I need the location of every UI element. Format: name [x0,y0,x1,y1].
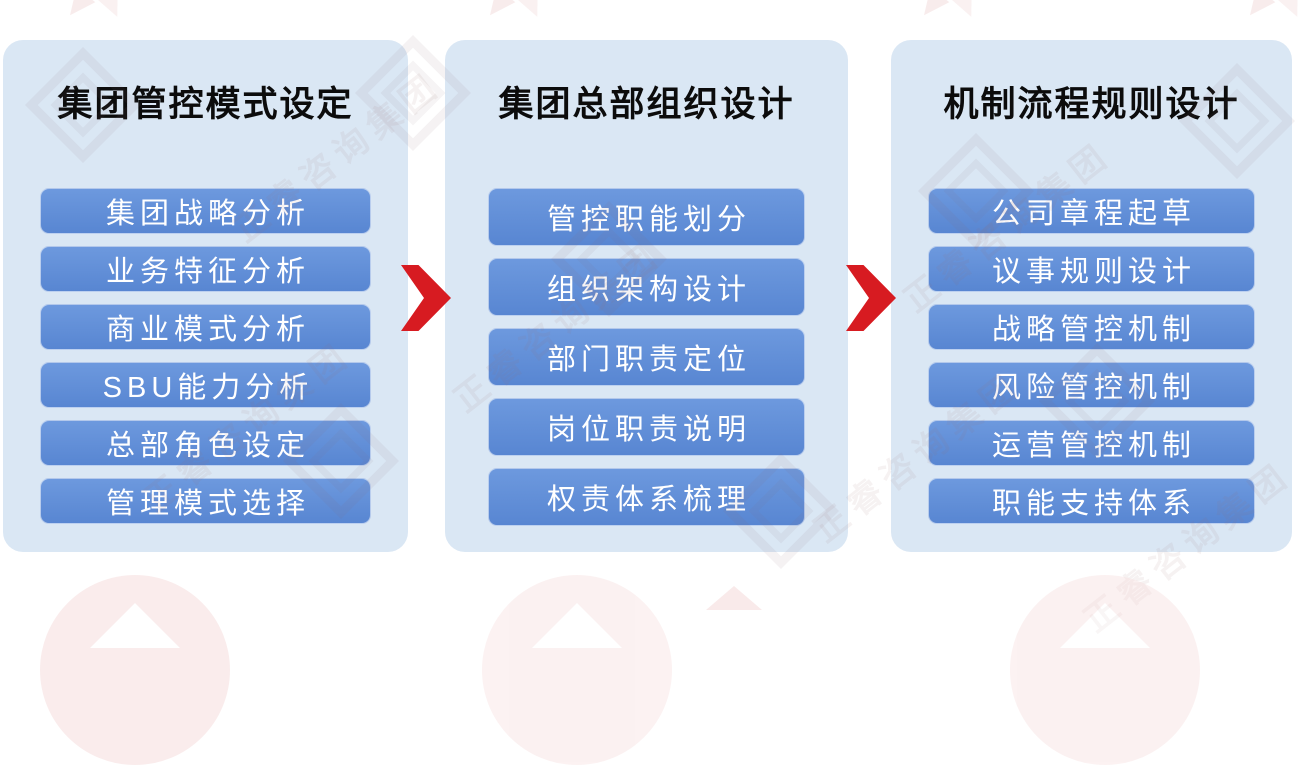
stage-item: 商业模式分析 [40,304,371,350]
stage-item: 运营管控机制 [928,420,1255,466]
stage-item: 公司章程起草 [928,188,1255,234]
stage-title: 集团总部组织设计 [498,85,795,124]
top-watermark-mark [61,0,96,23]
stage-item-list: 集团战略分析 业务特征分析 商业模式分析 SBU能力分析 总部角色设定 管理模式… [40,188,371,524]
stage-panel-control-model: 集团管控模式设定 集团战略分析 业务特征分析 商业模式分析 SBU能力分析 总部… [3,40,408,552]
top-watermark-mark [516,0,549,22]
top-watermark-mark [1276,0,1300,22]
chevron-right-icon [401,265,451,331]
stage-item: SBU能力分析 [40,362,371,408]
stage-item: 业务特征分析 [40,246,371,292]
stage-title: 集团管控模式设定 [57,85,354,124]
stage-panel-hq-org-design: 集团总部组织设计 管控职能划分 组织架构设计 部门职责定位 岗位职责说明 权责体… [445,40,848,552]
seal-watermark [40,575,230,765]
seal-watermark [482,575,672,765]
chevron-right-icon [846,265,896,331]
stage-item: 战略管控机制 [928,304,1255,350]
top-watermark-mark [950,0,983,22]
stage-item-list: 管控职能划分 组织架构设计 部门职责定位 岗位职责说明 权责体系梳理 [488,188,805,526]
top-watermark-mark [96,0,129,22]
seal-watermark [1010,575,1200,765]
stage-item: 议事规则设计 [928,246,1255,292]
stage-item: 部门职责定位 [488,328,805,386]
stage-item: 职能支持体系 [928,478,1255,524]
stage-item: 岗位职责说明 [488,398,805,456]
stage-item: 集团战略分析 [40,188,371,234]
stage-item: 管控职能划分 [488,188,805,246]
top-watermark-mark [915,0,950,23]
stage-panel-mechanism-rules: 机制流程规则设计 公司章程起草 议事规则设计 战略管控机制 风险管控机制 运营管… [891,40,1292,552]
stage-item: 权责体系梳理 [488,468,805,526]
top-watermark-mark [1241,0,1276,23]
stage-item: 组织架构设计 [488,258,805,316]
stage-item: 管理模式选择 [40,478,371,524]
stage-item-list: 公司章程起草 议事规则设计 战略管控机制 风险管控机制 运营管控机制 职能支持体… [928,188,1255,524]
stage-item: 总部角色设定 [40,420,371,466]
top-watermark-mark [481,0,516,23]
seal-watermark [706,586,762,610]
stage-title: 机制流程规则设计 [943,85,1240,124]
process-diagram: { "colors": { "arrow_red": "#d71b21", "b… [0,0,1300,600]
stage-item: 风险管控机制 [928,362,1255,408]
